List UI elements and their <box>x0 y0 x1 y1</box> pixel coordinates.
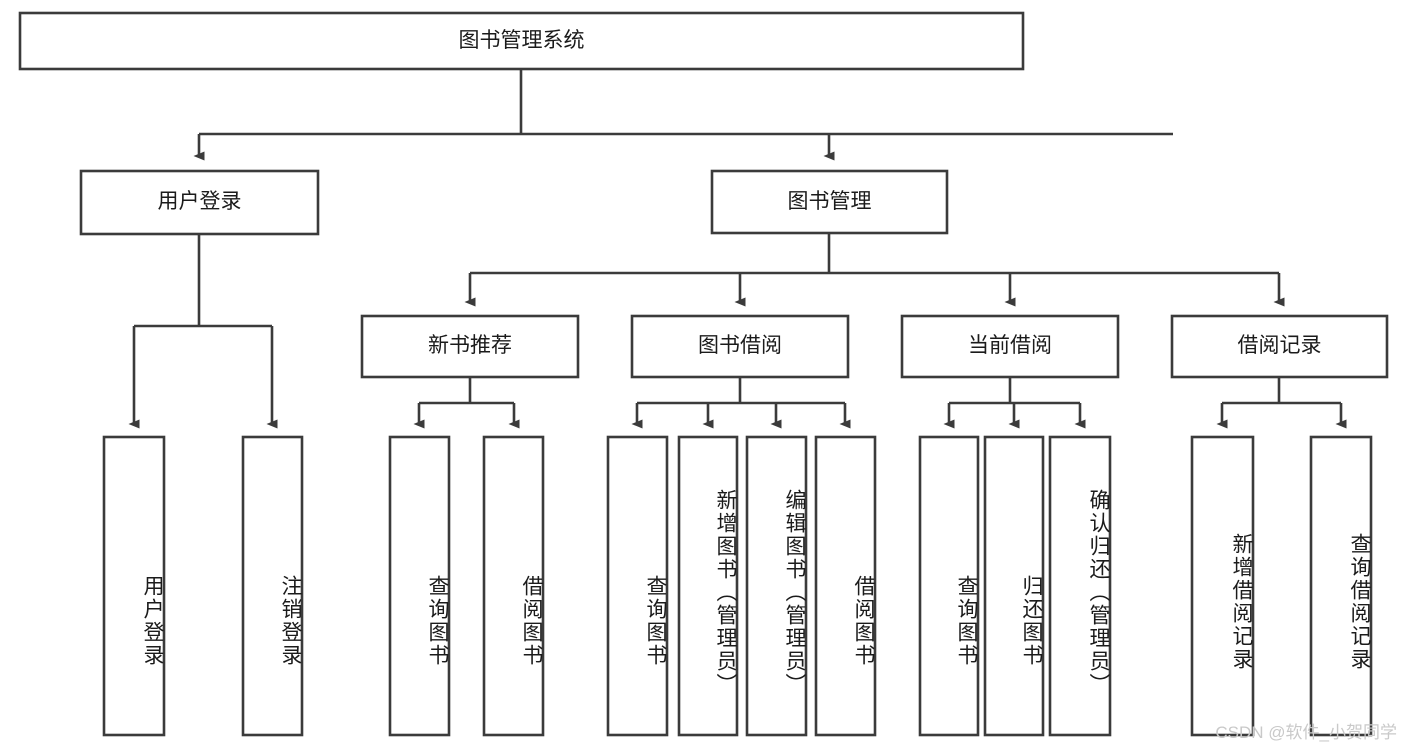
node-leaf-user-login[interactable] <box>102 435 166 737</box>
node-book-management[interactable] <box>710 169 949 235</box>
connector-newbook-to-leaves <box>413 377 520 429</box>
node-leaf-confirm-return-admin[interactable] <box>1048 435 1112 737</box>
connector-root-to-level2 <box>193 69 1173 161</box>
node-leaf-query-book-current[interactable] <box>918 435 980 737</box>
connector-currentborrow-to-leaves <box>943 377 1086 429</box>
connector-bookmgmt-to-level3 <box>464 233 1285 307</box>
node-leaf-query-borrow-record[interactable] <box>1309 435 1373 737</box>
connector-userlogin-to-leaves <box>128 234 278 429</box>
connector-borrowbook-to-leaves <box>631 377 851 429</box>
node-leaf-add-borrow-record[interactable] <box>1190 435 1255 737</box>
node-leaf-add-book-admin[interactable] <box>677 435 739 737</box>
node-book-borrow[interactable] <box>630 314 850 379</box>
node-root-book-management-system[interactable] <box>18 11 1025 71</box>
node-leaf-return-book[interactable] <box>983 435 1045 737</box>
node-leaf-borrow-book[interactable] <box>814 435 877 737</box>
node-current-borrow[interactable] <box>900 314 1120 379</box>
node-leaf-query-book-borrow[interactable] <box>606 435 669 737</box>
node-user-login[interactable] <box>79 169 320 236</box>
node-leaf-query-book-recommend[interactable] <box>388 435 451 737</box>
node-borrow-record[interactable] <box>1170 314 1389 379</box>
node-leaf-logout[interactable] <box>241 435 304 737</box>
node-leaf-edit-book-admin[interactable] <box>745 435 808 737</box>
node-leaf-borrow-book-recommend[interactable] <box>482 435 545 737</box>
connector-borrowrecord-to-leaves <box>1216 377 1347 429</box>
node-new-book-recommend[interactable] <box>360 314 580 379</box>
